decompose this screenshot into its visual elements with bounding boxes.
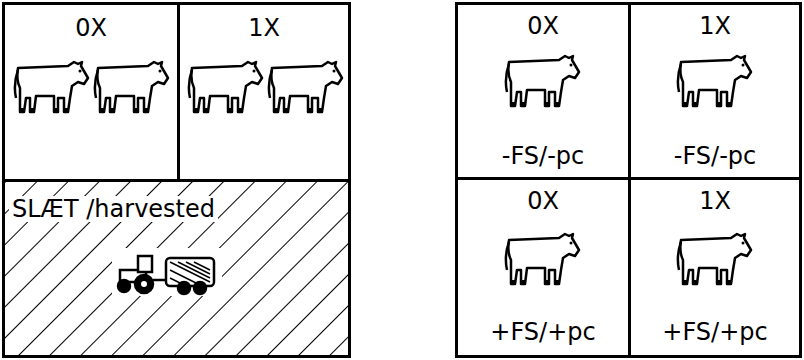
pen-cell: 0X +FS/+pc	[455, 177, 631, 358]
treatment-label: 1X	[696, 188, 734, 214]
treatment-label: 0X	[72, 15, 110, 41]
treatment-label: 0X	[524, 188, 562, 214]
treatment-label: 1X	[696, 13, 734, 39]
treatment-label: 1X	[245, 15, 283, 41]
treatment-code: -FS/-pc	[499, 143, 587, 169]
treatment-code: +FS/+pc	[659, 319, 770, 345]
pen-cell: 0X	[2, 2, 180, 182]
treatment-code: -FS/-pc	[671, 143, 759, 169]
pen-cell: 1X -FS/-pc	[628, 2, 802, 180]
pen-cell: 1X	[177, 2, 351, 182]
pen-cell: 1X +FS/+pc	[628, 177, 802, 358]
treatment-code: +FS/+pc	[487, 319, 598, 345]
pen-cell: 0X -FS/-pc	[455, 2, 631, 180]
treatment-label: 0X	[524, 13, 562, 39]
tractor-baler	[112, 248, 222, 296]
pen-cell: SLÆT /harvested	[2, 179, 351, 358]
hatched-area	[3, 181, 349, 356]
treatment-label: SLÆT /harvested	[9, 196, 218, 222]
